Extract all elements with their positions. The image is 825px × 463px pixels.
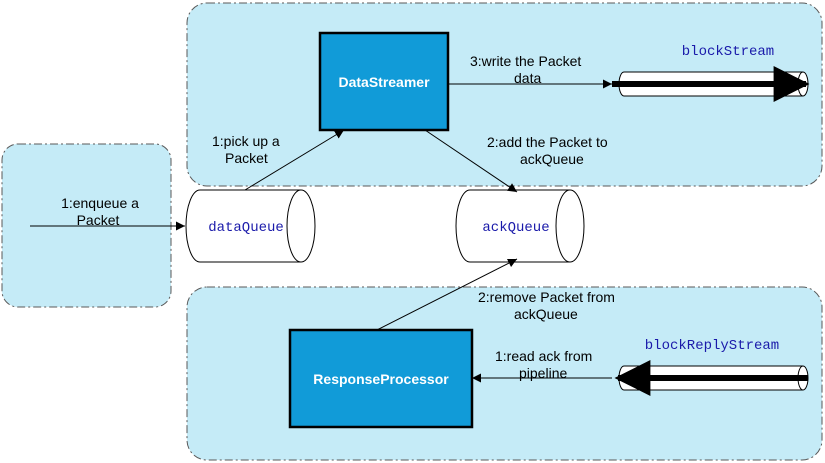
write-label: 3:write the Packet data [470, 53, 581, 86]
block-stream-label: blockStream [682, 44, 774, 60]
response-processor-process: ResponseProcessor [288, 328, 474, 429]
data-queue-label: dataQueue [208, 220, 284, 236]
data-streamer-process: DataStreamer [318, 31, 450, 132]
svg-text:Packet: Packet [77, 212, 120, 228]
svg-text:1:pick up a: 1:pick up a [212, 133, 280, 149]
block-stream-pipe: blockStream [612, 44, 810, 102]
data-queue-cylinder: dataQueue [185, 189, 316, 263]
svg-text:2:add the Packet to: 2:add the Packet to [487, 134, 608, 150]
svg-text:data: data [514, 70, 541, 86]
response-processor-label: ResponseProcessor [313, 371, 449, 387]
data-streamer-label: DataStreamer [338, 74, 430, 90]
add-label: 2:add the Packet to ackQueue [487, 134, 608, 167]
add-arrow [424, 129, 518, 193]
svg-text:ackQueue: ackQueue [520, 151, 584, 167]
svg-text:2:remove Packet from: 2:remove Packet from [478, 289, 615, 305]
ack-queue-label: ackQueue [482, 220, 549, 236]
svg-text:Packet: Packet [225, 150, 268, 166]
remove-label: 2:remove Packet from ackQueue [478, 289, 615, 322]
svg-text:pipeline: pipeline [519, 365, 567, 381]
remove-arrow [376, 258, 518, 331]
pick-up-label: 1:pick up a Packet [212, 133, 280, 166]
svg-text:3:write the Packet: 3:write the Packet [470, 53, 581, 69]
svg-text:ackQueue: ackQueue [514, 306, 578, 322]
enqueue-label: 1:enqueue a Packet [61, 195, 139, 228]
ack-queue-cylinder: ackQueue [455, 189, 585, 263]
pick-up-arrow [244, 129, 345, 191]
svg-text:1:enqueue a: 1:enqueue a [61, 195, 139, 211]
block-reply-stream-pipe: blockReplyStream [614, 338, 809, 396]
block-reply-stream-label: blockReplyStream [645, 338, 779, 354]
read-ack-label: 1:read ack from pipeline [495, 348, 592, 381]
svg-text:1:read ack from: 1:read ack from [495, 348, 592, 364]
